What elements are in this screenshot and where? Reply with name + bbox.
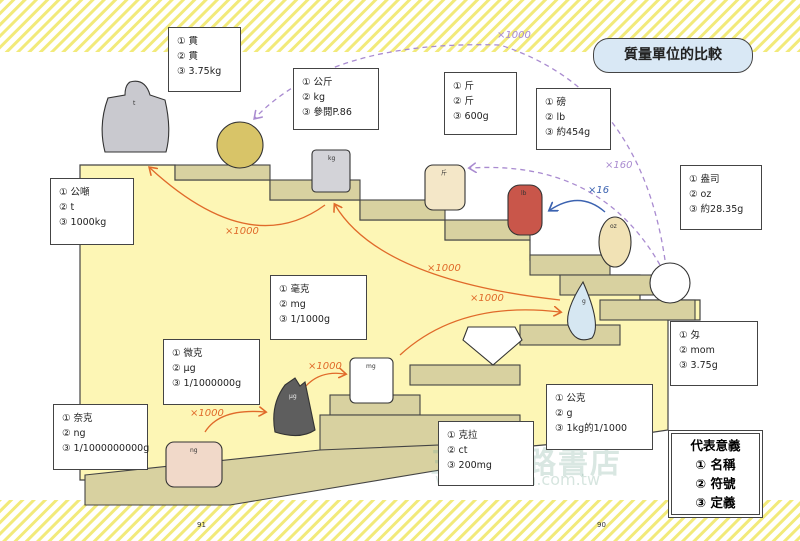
unit-name: ① 斤 (453, 81, 475, 92)
unit-name: ① 匁 (679, 330, 701, 341)
microgram-rock-character (273, 377, 316, 437)
unit-name: ① 奈克 (62, 413, 93, 424)
legend-item-name: ① 名稱 (695, 457, 736, 472)
unit-name: ① 盎司 (689, 174, 720, 185)
unit-name: ① 公斤 (302, 77, 333, 88)
mg-char-label: mg (366, 363, 376, 370)
arrow-kg-to-t (150, 168, 326, 227)
ng-char-label: ng (190, 447, 198, 454)
unit-name: ① 公克 (555, 393, 586, 404)
callout-gram: ① 公克 ② g ③ 1kg的1/1000 (546, 384, 653, 450)
unit-name: ① 微克 (172, 348, 203, 359)
unit-symbol: ② lb (545, 112, 566, 123)
arrow-g-to-kg (335, 205, 561, 301)
unit-name: ① 貫 (177, 36, 199, 47)
unit-symbol: ② t (59, 202, 75, 213)
label-ounce-to-pound: ×16 (588, 185, 610, 196)
legend-item-symbol: ② 符號 (695, 476, 736, 491)
unit-name: ① 克拉 (447, 430, 478, 441)
unit-definition: ③ 3.75kg (177, 66, 222, 77)
callout-tonne: ① 公噸 ② t ③ 1000kg (50, 178, 134, 245)
kg-char-label: kg (328, 155, 335, 162)
unit-symbol: ② ng (62, 428, 86, 439)
tonne-char-label: t (133, 100, 136, 107)
callout-pound: ① 磅 ② lb ③ 約454g (536, 88, 611, 150)
unit-definition: ③ 約454g (545, 127, 591, 138)
callout-monme: ① 匁 ② mom ③ 3.75g (670, 321, 758, 386)
legend-box: 代表意義 ① 名稱 ② 符號 ③ 定義 (668, 430, 763, 518)
unit-symbol: ② 貫 (177, 51, 199, 62)
callout-kan: ① 貫 ② 貫 ③ 3.75kg (168, 27, 241, 92)
callout-carat: ① 克拉 ② ct ③ 200mg (438, 421, 534, 486)
ounce-character (598, 216, 632, 268)
arrow-ounce-to-pound (550, 199, 606, 213)
jin-char-label: 斤 (441, 169, 447, 177)
oz-char-label: oz (610, 223, 617, 230)
callout-jin: ① 斤 ② 斤 ③ 600g (444, 72, 517, 135)
callout-milligram: ① 毫克 ② mg ③ 1/1000g (270, 275, 367, 340)
arrow-ng-to-ug (204, 411, 265, 433)
unit-symbol: ② kg (302, 92, 326, 103)
unit-name: ① 公噸 (59, 187, 90, 198)
page-number-left: 91 (197, 521, 206, 529)
unit-definition: ③ 3.75g (679, 360, 718, 371)
unit-definition: ③ 1/1000000g (172, 378, 242, 389)
gram-drop-character (567, 280, 596, 341)
unit-symbol: ② ct (447, 445, 468, 456)
ug-char-label: µg (289, 393, 297, 400)
callout-nanogram: ① 奈克 ② ng ③ 1/1000000000g (53, 404, 150, 470)
carat-diamond-character (462, 326, 523, 366)
unit-definition: ③ 200mg (447, 460, 492, 471)
unit-definition: ③ 參閱P.86 (302, 107, 352, 118)
callout-kilogram: ① 公斤 ② kg ③ 參閱P.86 (293, 68, 379, 130)
unit-definition: ③ 600g (453, 111, 489, 122)
tonne-weight-character (101, 80, 170, 153)
label-g-to-kg: ×1000 (427, 263, 461, 274)
unit-symbol: ② µg (172, 363, 196, 374)
unit-symbol: ② g (555, 408, 573, 419)
label-mg-to-g: ×1000 (470, 293, 504, 304)
page-number-right: 90 (597, 521, 606, 529)
legend-item-definition: ③ 定義 (695, 495, 736, 510)
legend-title: 代表意義 (690, 438, 741, 453)
lb-char-label: lb (521, 190, 527, 197)
arrow-mg-to-g (399, 310, 560, 356)
unit-definition: ③ 1kg的1/1000 (555, 423, 628, 434)
unit-definition: ③ 1/1000000000g (62, 443, 150, 454)
unit-definition: ③ 1000kg (59, 217, 107, 228)
monme-character (649, 262, 691, 304)
unit-definition: ③ 約28.35g (689, 204, 744, 215)
g-char-label: g (582, 298, 586, 305)
page-title: 質量單位的比較 (593, 38, 753, 73)
label-ug-to-mg: ×1000 (308, 361, 342, 372)
milligram-character (349, 357, 394, 404)
pound-character (507, 184, 543, 236)
arrow-ug-to-mg (304, 373, 345, 388)
unit-symbol: ② mg (279, 299, 306, 310)
label-monme-to-kan: ×1000 (497, 30, 531, 41)
arrow-monme-to-jin (470, 167, 661, 266)
label-kg-to-t: ×1000 (225, 226, 259, 237)
unit-definition: ③ 1/1000g (279, 314, 330, 325)
unit-name: ① 毫克 (279, 284, 310, 295)
unit-symbol: ② mom (679, 345, 715, 356)
label-monme-to-jin: ×160 (605, 160, 633, 171)
kan-coin-character (216, 121, 264, 169)
callout-microgram: ① 微克 ② µg ③ 1/1000000g (163, 339, 260, 405)
unit-symbol: ② oz (689, 189, 712, 200)
kilogram-weight-character (311, 149, 351, 193)
unit-name: ① 磅 (545, 97, 567, 108)
hatch-bottom (0, 500, 800, 541)
nanogram-character (165, 441, 223, 488)
jin-bread-character (424, 164, 466, 211)
callout-ounce: ① 盎司 ② oz ③ 約28.35g (680, 165, 762, 230)
unit-symbol: ② 斤 (453, 96, 475, 107)
label-ng-to-ug: ×1000 (190, 408, 224, 419)
